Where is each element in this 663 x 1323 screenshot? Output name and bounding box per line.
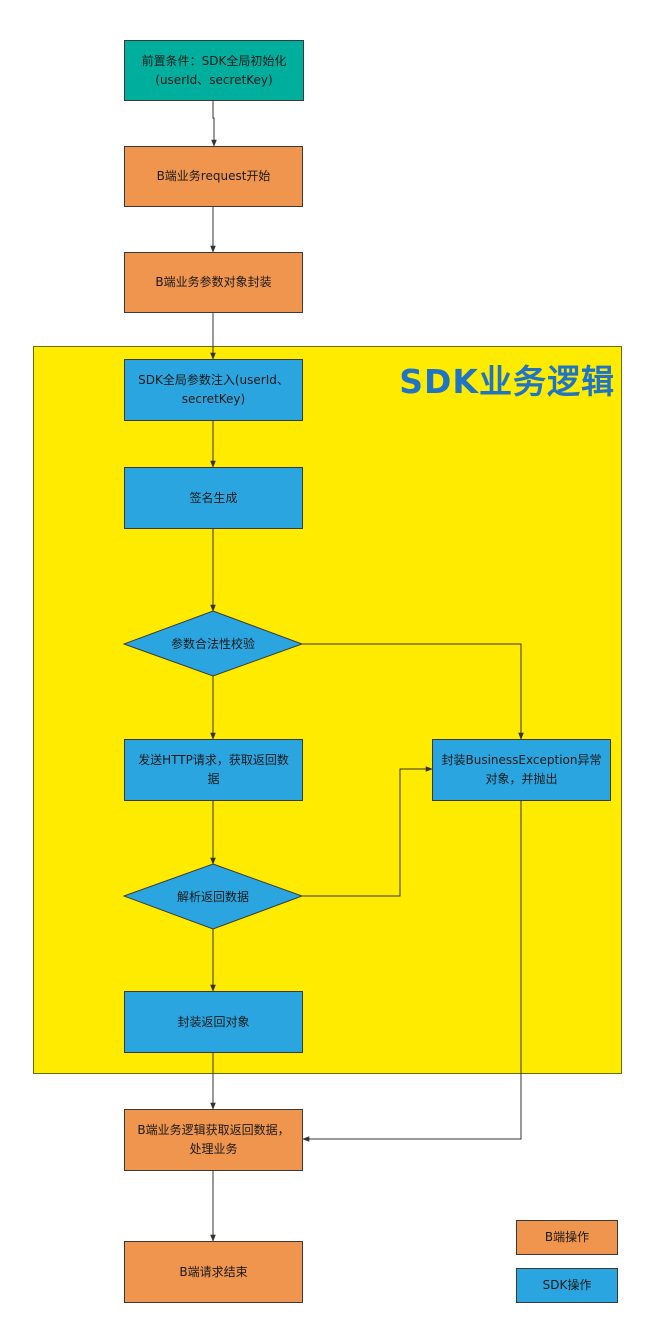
- sdk-inject-line2: secretKey): [181, 392, 246, 406]
- edge-exception-to-process: [302, 800, 522, 1142]
- parse-label: 解析返回数据: [176, 890, 249, 904]
- exception-node: 封装BusinessException异常对象，并抛出: [432, 739, 611, 801]
- edge-precondition-to-start: [211, 100, 217, 147]
- validate-decision: 参数合法性校验: [124, 611, 302, 676]
- precondition-line2: (userId、secretKey): [155, 72, 273, 87]
- http-line2: 据: [207, 772, 220, 786]
- process-line1: B端业务逻辑获取返回数据，: [137, 1123, 290, 1138]
- wrap-result-node: 封装返回对象: [124, 991, 303, 1053]
- sign-label: 签名生成: [189, 490, 238, 505]
- param-wrap-node: B端业务参数对象封装: [124, 252, 303, 313]
- wrap-result-label: 封装返回对象: [177, 1014, 250, 1029]
- exception-line2: 对象，并抛出: [485, 772, 558, 786]
- precondition-line1: 前置条件：SDK全局初始化: [141, 53, 287, 68]
- edge-validate-to-exception: [302, 643, 524, 740]
- parse-diamond-shape: [122, 863, 304, 930]
- parse-decision: 解析返回数据: [124, 864, 302, 929]
- exception-line1: 封装BusinessException异常: [441, 753, 602, 768]
- sign-node: 签名生成: [124, 467, 303, 529]
- param-wrap-label: B端业务参数对象封装: [155, 275, 272, 290]
- end-node: B端请求结束: [124, 1241, 303, 1303]
- edge-parse-to-exception: [302, 766, 433, 897]
- request-start-label: B端业务request开始: [156, 169, 271, 184]
- sdk-inject-node: SDK全局参数注入(userId、 secretKey): [124, 359, 303, 421]
- region-title: SDK业务逻辑: [399, 362, 615, 401]
- legend-sdk-label: SDK操作: [542, 1278, 592, 1293]
- process-line2: 处理业务: [189, 1142, 238, 1156]
- process-node: B端业务逻辑获取返回数据， 处理业务: [124, 1109, 303, 1171]
- http-node: 发送HTTP请求，获取返回数据: [124, 739, 303, 801]
- legend-b-side: B端操作: [516, 1220, 618, 1255]
- http-line1: 发送HTTP请求，获取返回数: [138, 753, 289, 768]
- sdk-inject-line1: SDK全局参数注入(userId、: [138, 373, 289, 388]
- validate-diamond-shape: [122, 610, 304, 677]
- precondition-node: 前置条件：SDK全局初始化 (userId、secretKey): [124, 40, 304, 101]
- legend-sdk: SDK操作: [516, 1268, 618, 1303]
- request-start-node: B端业务request开始: [124, 146, 303, 207]
- legend-b-side-label: B端操作: [544, 1230, 590, 1245]
- validate-label: 参数合法性校验: [170, 637, 255, 651]
- end-label: B端请求结束: [179, 1264, 248, 1279]
